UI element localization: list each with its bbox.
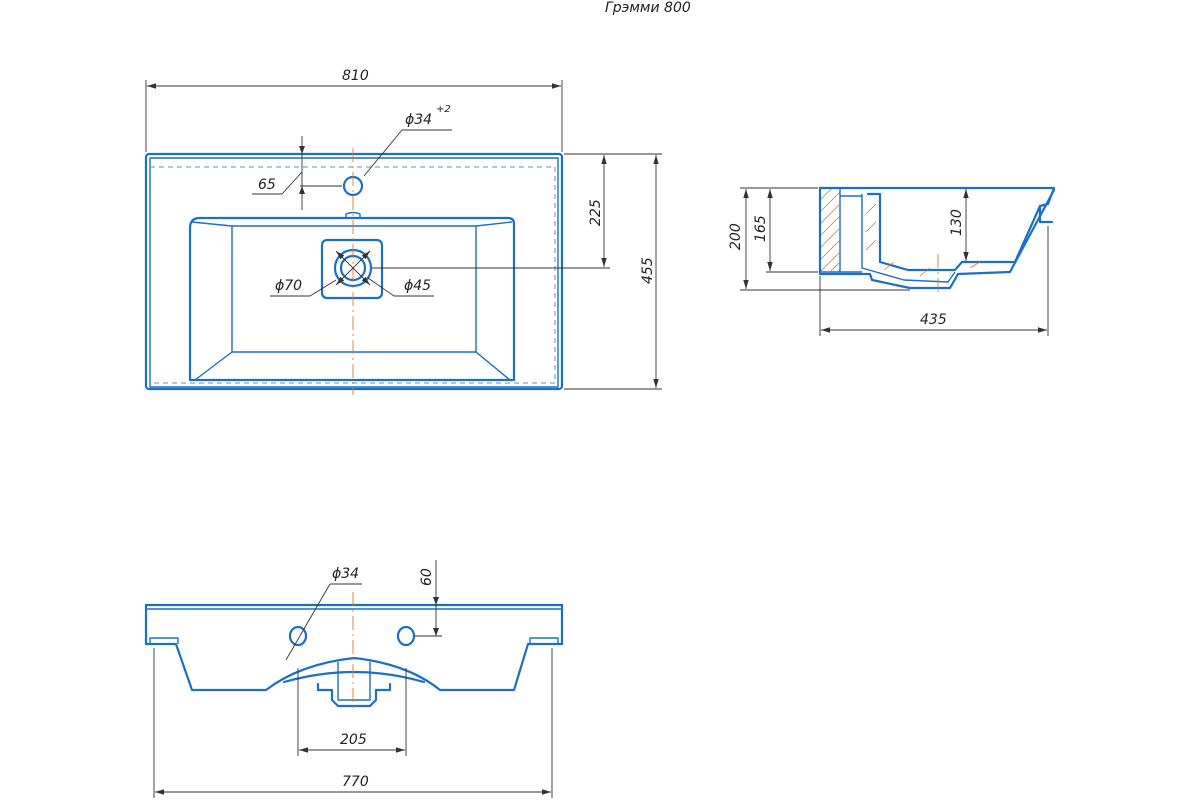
top-view-hidden-edge — [150, 166, 556, 384]
bowl-depth-label: 130 — [949, 209, 965, 236]
edge-offset-arrow-bottom — [299, 186, 305, 194]
inner-drain-leader — [367, 277, 395, 297]
side-wall-hatching — [819, 187, 841, 273]
outer-drain-label: ϕ70 — [275, 278, 302, 294]
drain-diameter-arrow-b — [335, 250, 371, 286]
side-inner-bowl — [866, 192, 1042, 272]
depth-label: 455 — [640, 257, 656, 284]
top-view: 810 ϕ34 +2 65 225 455 ϕ70 ϕ45 — [144, 68, 662, 395]
front-right-foot — [529, 637, 559, 644]
overflow-slot — [345, 211, 361, 218]
side-outer-profile — [818, 186, 1056, 290]
drain-center-label: 225 — [588, 199, 604, 226]
base-width-label: 770 — [342, 774, 369, 790]
edge-offset-arrow-top — [299, 146, 305, 154]
edge-offset-label: 65 — [258, 177, 276, 193]
basin-slopes — [191, 221, 513, 381]
front-drain-pipe — [316, 682, 392, 708]
total-height-label: 200 — [728, 223, 744, 250]
front-drain-inner — [337, 662, 371, 701]
side-overflow-channel — [861, 194, 956, 283]
faucet-hole-leader — [363, 129, 403, 177]
inner-drain-label: ϕ45 — [404, 278, 431, 294]
hole-offset-label: 60 — [419, 568, 435, 586]
basin-outline — [188, 216, 516, 382]
width-dim-label: 810 — [342, 68, 369, 84]
drawing-title: Грэмми 800 — [605, 0, 691, 16]
side-depth-label: 435 — [920, 312, 947, 328]
hole-offset-arrow-top — [433, 597, 439, 605]
side-hatching-overflow — [865, 203, 981, 277]
faucet-hole-tolerance: +2 — [436, 104, 451, 115]
front-left-foot — [149, 637, 179, 644]
front-hole-leader — [285, 583, 331, 661]
front-faucet-hole-left — [288, 625, 308, 647]
front-drain-outline — [282, 670, 426, 684]
edge-offset-leader — [281, 171, 303, 195]
faucet-hole-label: ϕ34 — [405, 112, 432, 128]
rim-height-label: 165 — [753, 215, 769, 242]
front-hole-label: ϕ34 — [332, 566, 359, 582]
drain-square — [320, 238, 384, 300]
mount-width-label: 205 — [340, 732, 367, 748]
outer-drain-leader — [309, 279, 337, 297]
front-faucet-hole-right — [396, 625, 416, 647]
side-drain-neck — [840, 195, 862, 273]
front-body-outline — [144, 603, 564, 692]
top-view-inner-rim — [149, 157, 559, 388]
hole-offset-arrow-bottom — [433, 628, 439, 636]
side-wall-section — [819, 187, 841, 273]
front-view: ϕ34 60 205 770 — [144, 560, 564, 798]
side-rim-top — [818, 186, 1056, 224]
basin-bottom — [231, 225, 477, 353]
top-view-outer-rim — [144, 152, 564, 391]
side-view: 200 165 130 435 — [728, 186, 1056, 336]
